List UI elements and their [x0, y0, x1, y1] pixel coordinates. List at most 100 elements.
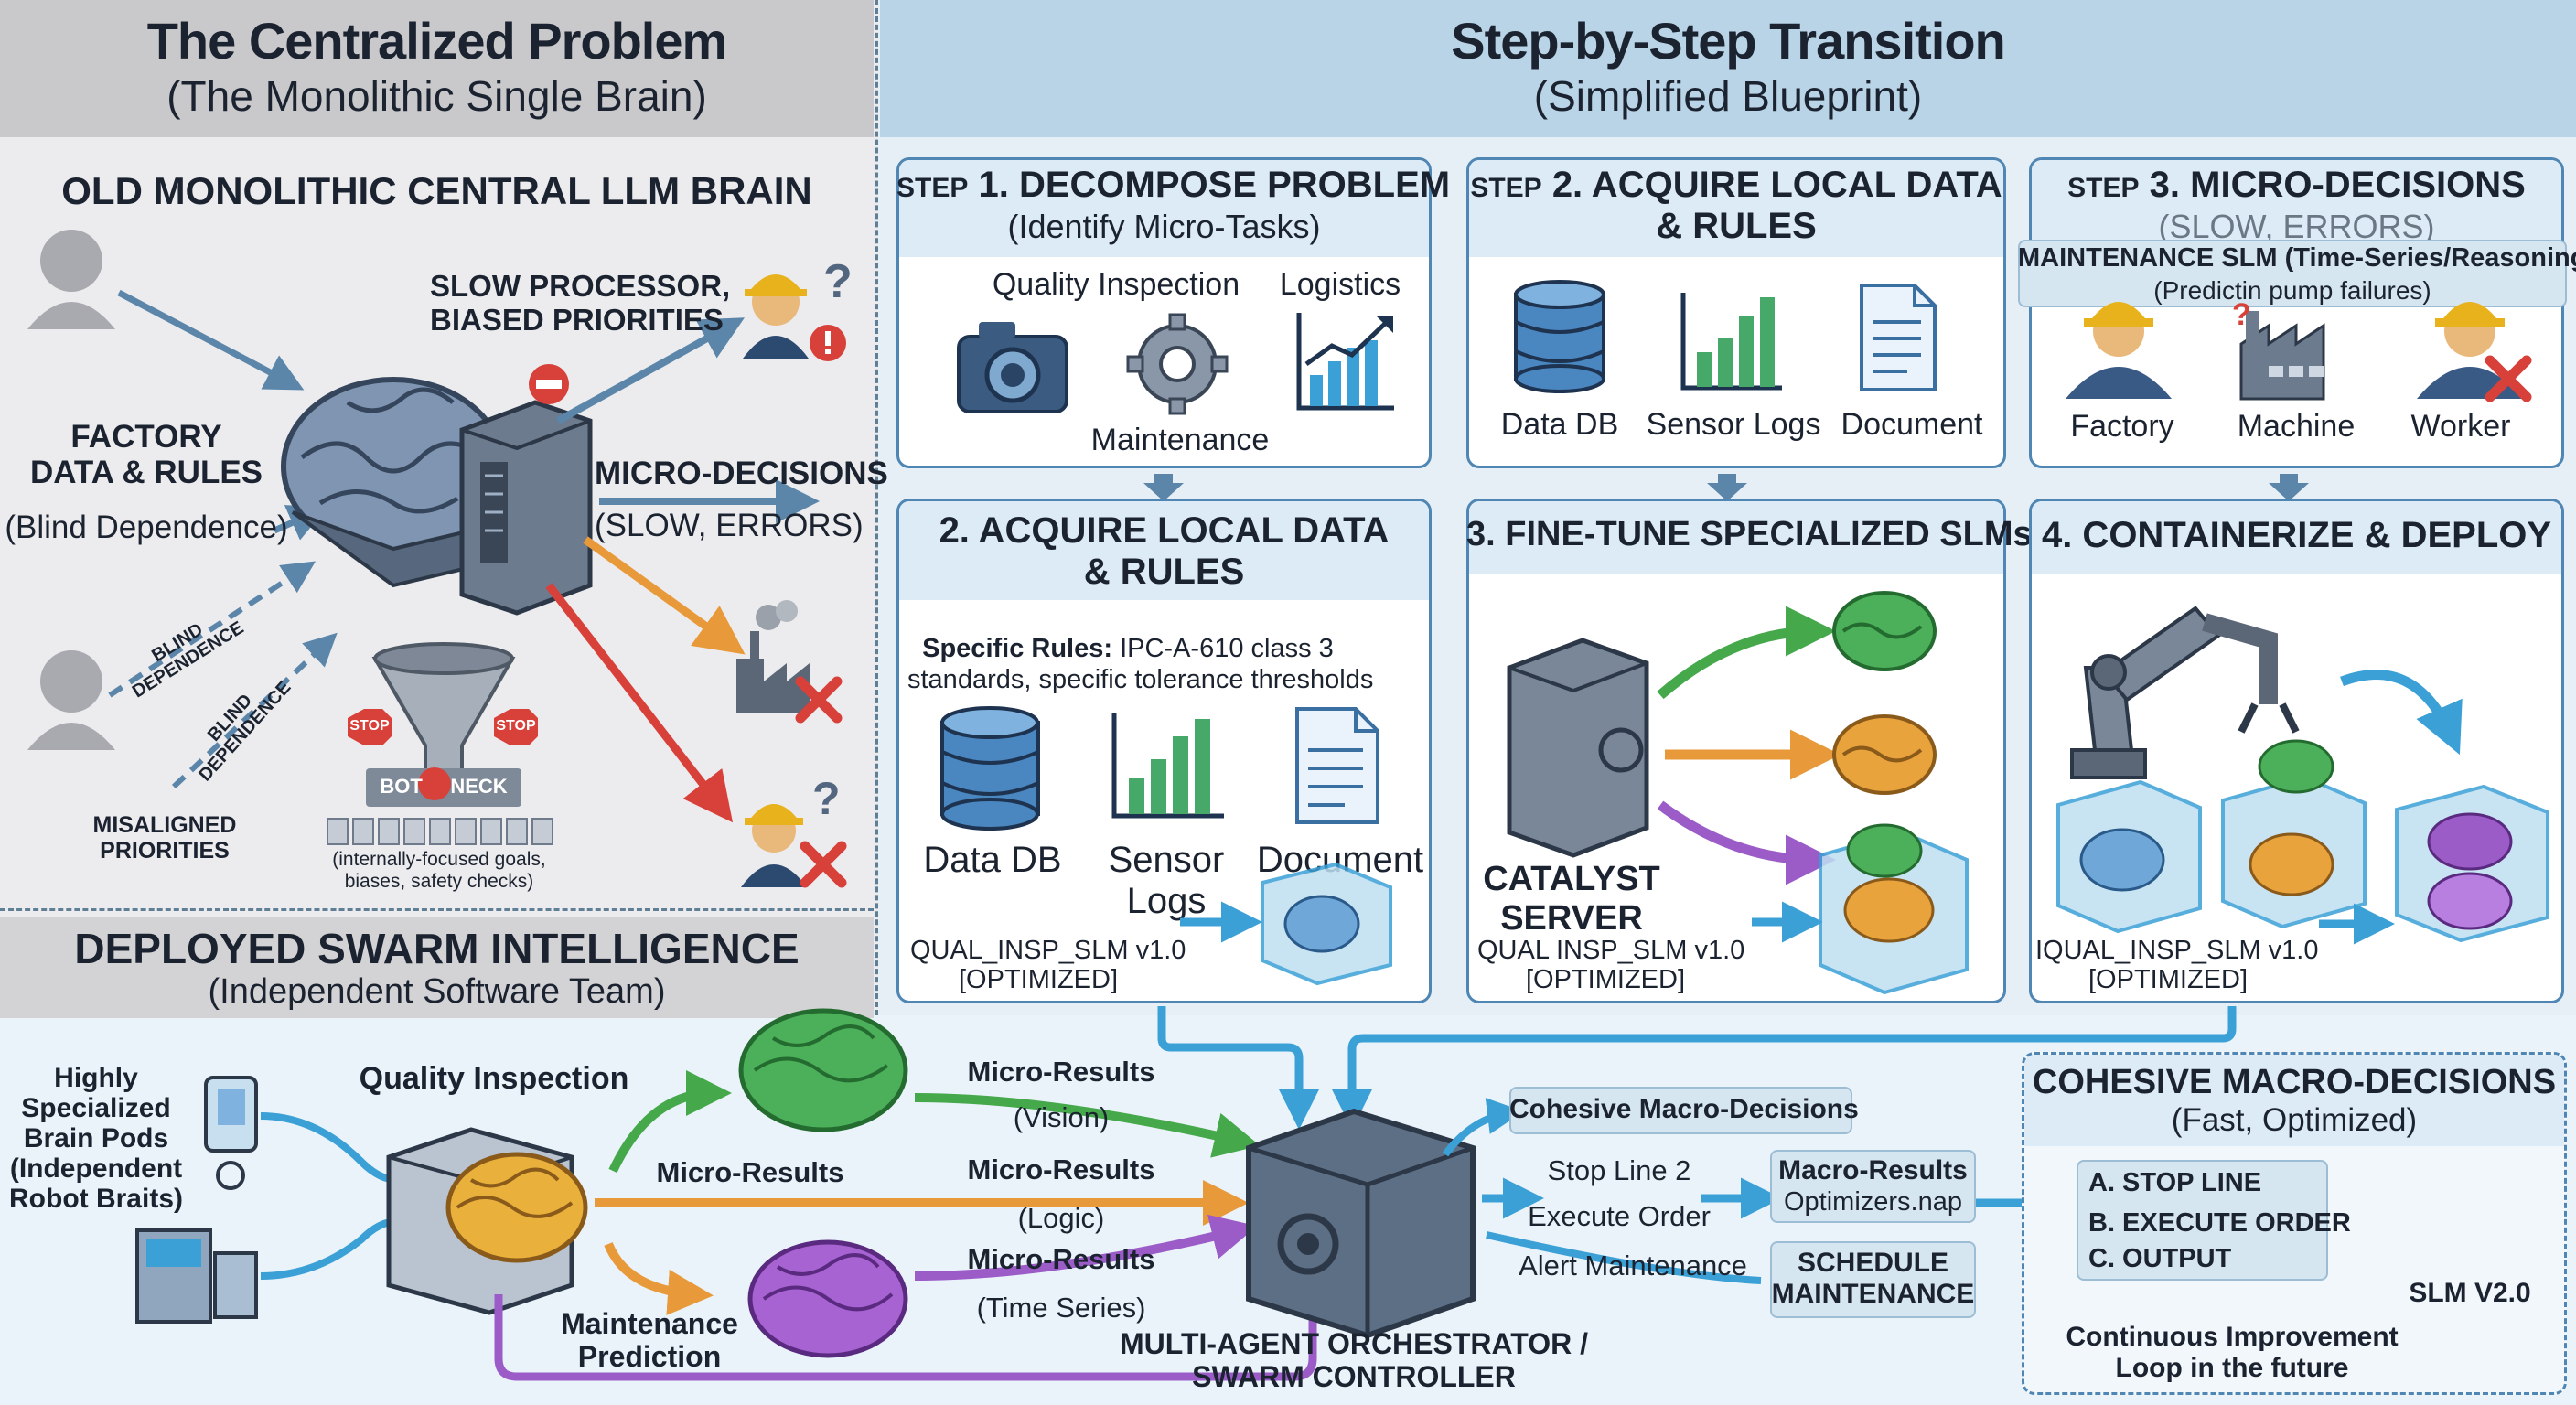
stop-sign-text-2: STOP — [496, 718, 536, 734]
decision-list-box — [2077, 1160, 2328, 1281]
server-icon — [459, 400, 593, 616]
svg-text:?: ? — [823, 255, 853, 308]
yellow-brain-icon — [445, 1152, 588, 1263]
logic-results-sub: (Logic) — [1017, 1202, 1105, 1234]
macro-decisions-title: COHESIVE MACRO-DECISIONS — [2032, 1063, 2557, 1101]
vision-results-sub: (Vision) — [1013, 1101, 1110, 1133]
orchestrator-cube-icon — [1246, 1108, 1476, 1339]
macro-results-box — [1770, 1150, 1976, 1223]
cohesive-tag-label: Cohesive Macro-Decisions — [1509, 1094, 1859, 1124]
acquire-data-db-label: Data DB — [923, 840, 1062, 880]
swarm-subtitle: (Independent Software Team) — [208, 972, 666, 1011]
acquire-sensor-logs-label: Sensor Logs — [1108, 840, 1225, 921]
left-swarm-divider — [0, 908, 874, 911]
containerize-title: 4. CONTAINERIZE & DEPLOY — [2041, 515, 2552, 555]
schedule-maintenance-label: SCHEDULE MAINTENANCE — [1771, 1248, 1975, 1309]
continuous-loop-label: Continuous Improvement Loop in the futur… — [2066, 1322, 2399, 1383]
robot-arm-icon — [2070, 606, 2300, 779]
stop-sign-text-1: STOP — [349, 718, 390, 734]
person-icon — [27, 230, 115, 750]
acquire-model-label: QUAL_INSP_SLM v1.0 [OPTIMIZED] — [910, 936, 1186, 995]
cohesive-tag-box — [1509, 1087, 1852, 1134]
step1-maintenance-label: Maintenance — [1090, 423, 1270, 457]
timeseries-results-sub: (Time Series) — [976, 1292, 1146, 1324]
specific-rules-bold: Specific Rules: — [922, 634, 1113, 664]
micro-results-main-label: Micro-Results — [656, 1156, 844, 1188]
maintenance-slm-box — [2018, 240, 2567, 307]
left-header-title: The Centralized Problem — [146, 12, 728, 70]
step2-title: STEP 2. ACQUIRE LOCAL DATA & RULES — [1466, 165, 2006, 247]
bar-chart-icon — [1680, 293, 1782, 391]
timeseries-results-label: Micro-Results — [967, 1243, 1155, 1275]
step3-subtitle: (SLOW, ERRORS) — [2158, 208, 2435, 245]
region-divider — [875, 0, 878, 1015]
trend-chart-icon — [1296, 313, 1394, 411]
step1-logistics-label: Logistics — [1279, 267, 1401, 302]
step3-factory-label: Factory — [2070, 409, 2174, 444]
no-entry-icon — [529, 364, 569, 404]
step2-prefix: STEP — [1470, 173, 1542, 203]
predict-label: (Predictin pump failures) — [2153, 276, 2431, 305]
macro-results-label: Macro-Results — [1778, 1155, 1968, 1185]
gear-icon — [1126, 313, 1229, 415]
factory-error-icon — [736, 600, 843, 724]
document-icon — [1860, 284, 1937, 391]
svg-text:?: ? — [812, 773, 841, 824]
slow-errors-label: (SLOW, ERRORS) — [595, 508, 864, 543]
decision-c: C. OUTPUT — [2088, 1244, 2232, 1273]
step2-document-label: Document — [1841, 407, 1983, 442]
document-icon — [1295, 707, 1379, 824]
step1-title: STEP 1. DECOMPOSE PROBLEM — [896, 165, 1450, 206]
orange-brain-icon — [1832, 714, 1937, 795]
optimizers-label: Optimizers.nap — [1783, 1187, 1962, 1217]
step1-prefix: STEP — [896, 173, 969, 203]
specific-rules-text: Specific Rules: IPC-A-610 class 3 standa… — [907, 604, 1420, 695]
server-icon — [1507, 638, 1649, 858]
left-header-subtitle: (The Monolithic Single Brain) — [166, 72, 707, 120]
right-header-subtitle: (Simplified Blueprint) — [1533, 72, 1923, 120]
green-brain-icon — [738, 1008, 908, 1132]
vision-results-label: Micro-Results — [967, 1056, 1155, 1088]
left-header-bar — [0, 0, 874, 137]
macro-decisions-head — [2024, 1055, 2564, 1146]
container-brain-icon — [2056, 779, 2202, 934]
factory-data-label: FACTORY DATA & RULES — [29, 419, 263, 491]
quality-inspection-label: Quality Inspection — [359, 1061, 629, 1096]
step1-panel — [896, 157, 1432, 468]
step3-machine-label: Machine — [2237, 409, 2356, 444]
machine-icon: ? — [2232, 297, 2325, 401]
misaligned-priorities-label: MISALIGNED PRIORITIES — [92, 812, 237, 863]
macro-decisions-subtitle: (Fast, Optimized) — [2171, 1102, 2418, 1138]
step1-title-text: 1. DECOMPOSE PROBLEM — [978, 165, 1451, 205]
slm-v2-label: SLM V2.0 — [2409, 1278, 2531, 1308]
worker-alert-icon: ? — [743, 255, 853, 361]
database-icon — [1514, 280, 1605, 393]
step1-subtitle: (Identify Micro-Tasks) — [1007, 208, 1321, 245]
swarm-title: DEPLOYED SWARM INTELLIGENCE — [74, 925, 800, 972]
step2-sensor-logs-label: Sensor Logs — [1646, 407, 1821, 442]
right-header-bar — [880, 0, 2576, 137]
worker-error-icon: ? — [741, 773, 847, 888]
container-brain-icon — [1261, 862, 1392, 986]
fine-tune-title: 3. FINE-TUNE SPECIALIZED SLMs — [1466, 515, 2033, 553]
maintenance-prediction-label: Maintenance Prediction — [561, 1307, 738, 1373]
bottleneck-label: BOT NECK — [380, 775, 508, 798]
decision-a: A. STOP LINE — [2088, 1168, 2262, 1197]
containerize-model-label: IQUAL_INSP_SLM v1.0 [OPTIMIZED] — [2035, 936, 2319, 995]
factory-worker-icon — [2066, 302, 2172, 399]
swarm-header-bar — [0, 917, 874, 1018]
step3-worker-label: Worker — [2410, 409, 2511, 444]
decision-b: B. EXECUTE ORDER — [2088, 1208, 2351, 1238]
robot-pod-icon — [204, 1076, 258, 1190]
orchestrator-label: MULTI-AGENT ORCHESTRATOR / SWARM CONTROL… — [1120, 1327, 1588, 1393]
bottleneck-note: (internally-focused goals, biases, safet… — [332, 849, 546, 892]
blind-dependence-label: (Blind Dependence) — [5, 509, 288, 545]
bottleneck-alert-icon — [418, 767, 451, 800]
down-arrow-icon — [1143, 474, 2309, 501]
bar-chart-icon — [1111, 713, 1224, 819]
svg-text:?: ? — [2232, 297, 2251, 332]
monolith-title: OLD MONOLITHIC CENTRAL LLM BRAIN — [61, 169, 812, 212]
purple-brain-icon — [747, 1239, 908, 1358]
